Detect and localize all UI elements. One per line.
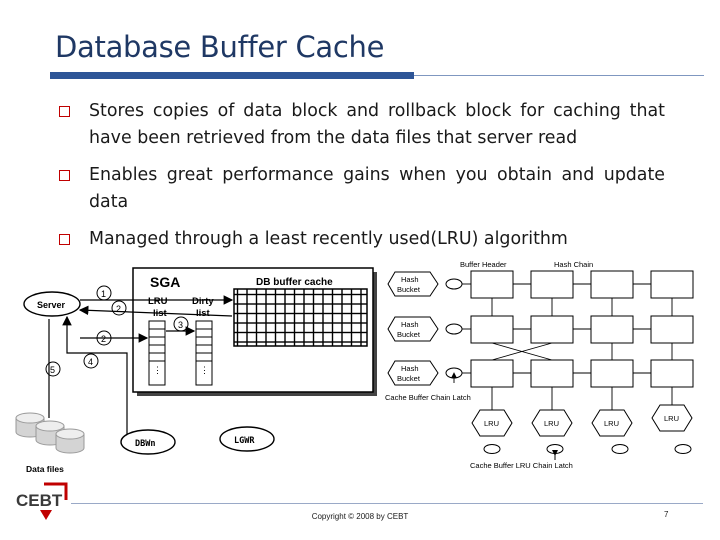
lru-label-1: LRU xyxy=(484,419,499,428)
step-2a-label: 2 xyxy=(116,304,121,314)
lru-label-4: LRU xyxy=(664,414,679,423)
lgwr-label: LGWR xyxy=(234,436,255,446)
title-underline-bar xyxy=(50,72,414,79)
hash-chain-label: Hash Chain xyxy=(554,260,593,269)
db-buffer-cache-label: DB buffer cache xyxy=(256,277,333,288)
lru-label-2: LRU xyxy=(544,419,559,428)
step-2b-label: 2 xyxy=(101,334,106,344)
footer-rule xyxy=(55,503,703,504)
dirty-list-label-1: Dirty xyxy=(192,296,214,307)
page-number: 7 xyxy=(664,510,669,519)
bullet-text: Enables great performance gains when you… xyxy=(89,165,665,212)
hash-bucket-3: Hash Bucket xyxy=(387,360,463,386)
step-5-label: 5 xyxy=(50,365,55,375)
svg-text:Hash: Hash xyxy=(401,275,419,284)
svg-text:Bucket: Bucket xyxy=(397,374,421,383)
sga-label: SGA xyxy=(150,274,180,290)
svg-text:Hash: Hash xyxy=(401,320,419,329)
lru-list-column: ⋮ xyxy=(148,320,166,386)
dbwn-process xyxy=(120,429,176,455)
svg-text:Hash: Hash xyxy=(401,364,419,373)
square-bullet-icon xyxy=(59,234,70,245)
server-node xyxy=(23,291,81,317)
bullet-item: Stores copies of data block and rollback… xyxy=(55,98,665,152)
buffer-header-label: Buffer Header xyxy=(460,260,507,269)
data-files-label: Data files xyxy=(26,464,64,474)
bullet-text: Managed through a least recently used(LR… xyxy=(89,229,568,249)
title-underline-rule xyxy=(414,75,704,76)
bullet-text: Stores copies of data block and rollback… xyxy=(89,101,665,148)
hash-bucket-2: Hash Bucket xyxy=(387,316,463,342)
step-1-label: 1 xyxy=(101,289,106,299)
step-4-label: 4 xyxy=(88,357,93,367)
lru-label-3: LRU xyxy=(604,419,619,428)
square-bullet-icon xyxy=(59,106,70,117)
dbwn-label: DBWn xyxy=(135,439,155,449)
step-3-label: 3 xyxy=(178,320,183,330)
svg-text:⋮: ⋮ xyxy=(153,365,162,375)
cache-buffer-lru-chain-latch-label: Cache Buffer LRU Chain Latch xyxy=(470,461,573,470)
buffer-cache-grid xyxy=(233,288,368,347)
square-bullet-icon xyxy=(59,170,70,181)
data-files-icon xyxy=(15,412,85,454)
bullet-item: Enables great performance gains when you… xyxy=(55,162,665,216)
flow-arrows xyxy=(48,295,234,441)
lru-list-label-1: LRU xyxy=(148,296,168,307)
dirty-list-column: ⋮ xyxy=(195,320,213,386)
svg-text:⋮: ⋮ xyxy=(200,365,209,375)
svg-text:Bucket: Bucket xyxy=(397,285,421,294)
step-4-marker xyxy=(83,353,99,369)
svg-text:Bucket: Bucket xyxy=(397,330,421,339)
bullet-item: Managed through a least recently used(LR… xyxy=(55,226,665,253)
cache-buffer-chain-latch-label: Cache Buffer Chain Latch xyxy=(385,393,471,402)
hash-chain-links xyxy=(451,283,673,410)
server-label: Server xyxy=(37,300,66,310)
bullet-list: Stores copies of data block and rollback… xyxy=(55,98,665,263)
footer-copyright: Copyright © 2008 by CEBT xyxy=(311,512,409,521)
dirty-list-label-2: list xyxy=(196,308,211,319)
lgwr-process xyxy=(219,426,275,452)
hash-bucket-1: Hash Bucket xyxy=(387,271,463,297)
slide-title: Database Buffer Cache xyxy=(55,30,385,64)
lru-nodes xyxy=(471,404,693,454)
